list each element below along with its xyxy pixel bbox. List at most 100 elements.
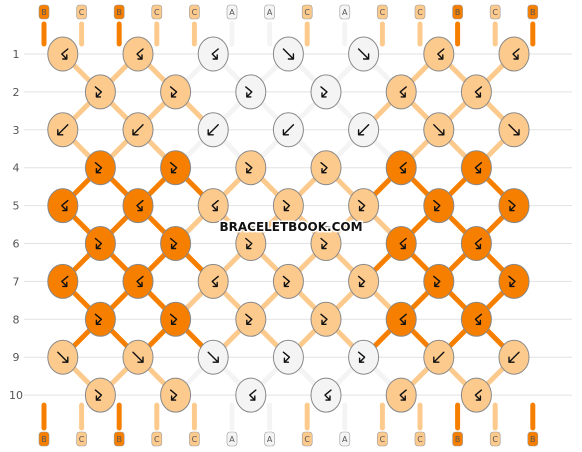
strand-badge-top [38, 4, 50, 20]
strand-label-bottom: B [116, 435, 122, 444]
knot-arrow-icon [169, 86, 178, 98]
knot-arrow-icon [357, 48, 370, 60]
knot-arrow-icon [61, 48, 69, 60]
strand-label-top: C [417, 8, 423, 17]
knot-arrow-icon [508, 351, 520, 363]
strand-badge-bottom [452, 431, 463, 447]
strand-badge-top [301, 4, 313, 20]
knot-arrow-icon [399, 237, 407, 250]
knot-arrow-icon [474, 86, 483, 98]
knots [47, 36, 530, 413]
knot-arrow-icon [320, 237, 328, 250]
strand-label-bottom: C [380, 435, 386, 444]
strand-badge-top [151, 4, 163, 20]
knot-arrow-icon [512, 48, 520, 60]
strand-label-bottom: A [229, 435, 235, 444]
strand-label-bottom: B [455, 435, 461, 444]
knot-arrow-icon [282, 351, 291, 363]
knot-arrow-icon [474, 237, 483, 250]
row-label: 2 [13, 86, 20, 99]
knot-arrow-icon [211, 199, 219, 212]
knot-arrow-icon [136, 199, 144, 212]
knot-arrow-icon [282, 275, 291, 288]
strand-badge-top [339, 4, 351, 20]
strand-badge-bottom [38, 431, 50, 447]
strand-label-bottom: A [267, 435, 273, 444]
row-label: 4 [13, 162, 20, 175]
knot-arrow-icon [399, 313, 407, 325]
knot-arrow-icon [94, 86, 103, 98]
strand-label-bottom: C [154, 435, 160, 444]
strand-badge-bottom [264, 431, 275, 447]
knot-arrow-icon [282, 48, 295, 60]
strand-badge-bottom [301, 431, 313, 447]
knot-arrow-icon [169, 162, 178, 174]
strand-label-top: A [229, 8, 235, 17]
knot-arrow-icon [508, 124, 520, 136]
knot-arrow-icon [433, 124, 445, 136]
strand-label-top: C [154, 8, 160, 17]
strand-label-top: C [380, 8, 386, 17]
knot-arrow-icon [324, 389, 332, 401]
strand-label-top: C [492, 8, 498, 17]
knot-arrow-icon [433, 275, 441, 288]
strand-badge-top [113, 4, 125, 20]
strand-badge-bottom [226, 431, 238, 447]
knot-arrow-icon [94, 237, 103, 250]
strand-badge-top [76, 4, 87, 20]
strand-badge-top [226, 4, 238, 20]
strand-label-top: A [342, 8, 348, 17]
strand-label-bottom: C [492, 435, 498, 444]
knot-arrow-icon [169, 389, 178, 401]
knot-arrow-icon [57, 351, 69, 363]
knot-arrow-icon [61, 275, 69, 288]
strand-label-bottom: C [304, 435, 310, 444]
row-label: 9 [13, 351, 20, 364]
knot-arrow-icon [399, 389, 407, 401]
row-label: 3 [13, 124, 20, 137]
knot-arrow-icon [245, 162, 253, 174]
knot-arrow-icon [320, 162, 328, 174]
knot-arrow-icon [357, 351, 366, 363]
knot-arrow-icon [132, 124, 144, 136]
knot-arrow-icon [357, 124, 370, 136]
strand-badge-top [489, 4, 501, 20]
knot-arrow-icon [94, 389, 103, 401]
strand-label-bottom: C [79, 435, 85, 444]
knot-arrow-icon [399, 162, 407, 174]
knot-arrow-icon [437, 48, 445, 60]
knot-arrow-icon [433, 351, 445, 363]
knot-arrow-icon [433, 199, 441, 212]
strand-label-bottom: A [342, 435, 348, 444]
knot-arrow-icon [245, 313, 253, 325]
knot-arrow-icon [282, 199, 291, 212]
knot-arrow-icon [169, 237, 178, 250]
knot-arrow-icon [245, 237, 253, 250]
knot-arrow-icon [61, 199, 69, 212]
knot-arrow-icon [320, 313, 328, 325]
strand-badge-bottom [189, 431, 200, 447]
strand-badge-top [527, 4, 539, 20]
strand-badge-bottom [527, 431, 539, 447]
knot-arrow-icon [249, 389, 257, 401]
knot-arrow-icon [399, 86, 407, 98]
row-label: 8 [13, 313, 20, 326]
strand-label-top: C [304, 8, 310, 17]
knot-arrow-icon [211, 275, 219, 288]
strand-badge-top [414, 4, 426, 20]
row-label: 7 [13, 275, 20, 288]
row-label: 1 [13, 48, 20, 61]
knot-arrow-icon [207, 351, 219, 363]
strand-badge-bottom [113, 431, 125, 447]
row-label: 10 [9, 389, 23, 402]
knot-arrow-icon [169, 313, 178, 325]
strand-label-bottom: B [41, 435, 47, 444]
knot-arrow-icon [508, 199, 516, 212]
strand-badge-top [452, 4, 463, 20]
knot-arrow-icon [320, 86, 328, 98]
knot-arrow-icon [207, 124, 219, 136]
strand-badge-top [264, 4, 275, 20]
row-label: 6 [13, 238, 20, 251]
strand-label-top: B [116, 8, 122, 17]
strand-badge-bottom [151, 431, 163, 447]
